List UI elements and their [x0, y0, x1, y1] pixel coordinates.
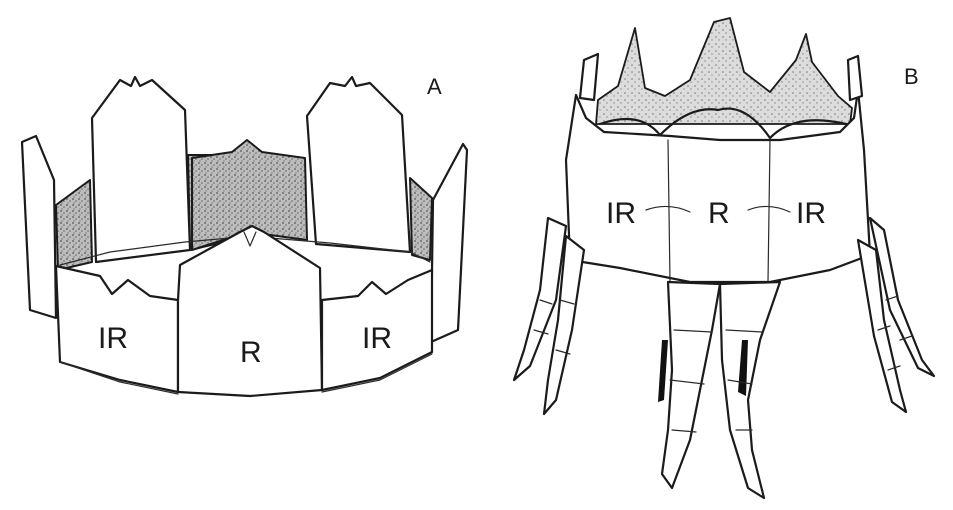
panel-b-shadow-left — [658, 340, 668, 402]
panel-a-label-left-ir: IR — [98, 322, 128, 355]
panel-b-letter: B — [904, 64, 919, 89]
panel-a-back-wall-left — [56, 180, 92, 270]
panel-b-label-center-r: R — [708, 197, 730, 230]
panel-a-side-plate-right — [431, 144, 467, 342]
panel-b-label-right-ir: IR — [796, 197, 826, 230]
panel-a-back-wall-right — [410, 178, 432, 260]
panel-b-leg-center-left — [662, 282, 720, 488]
panel-b-spine-upper-left — [580, 54, 598, 100]
panel-b-label-left-ir: IR — [606, 197, 636, 230]
panel-a-label-right-ir: IR — [362, 322, 392, 355]
panel-b-leg-center-right — [720, 282, 780, 498]
panel-a-tall-plate-left — [92, 77, 190, 262]
panel-a-front-plate-center — [178, 226, 322, 396]
panel-a-drawing: A IR R IR — [22, 74, 467, 396]
panel-a-side-plate-left — [22, 136, 56, 318]
panel-a-letter: A — [427, 74, 442, 99]
panel-a-tall-plate-right — [307, 77, 410, 252]
panel-a-label-center-r: R — [240, 336, 262, 369]
panel-b-spine-upper-right — [848, 56, 862, 100]
panel-b-drawing: B IR R IR — [514, 18, 934, 498]
